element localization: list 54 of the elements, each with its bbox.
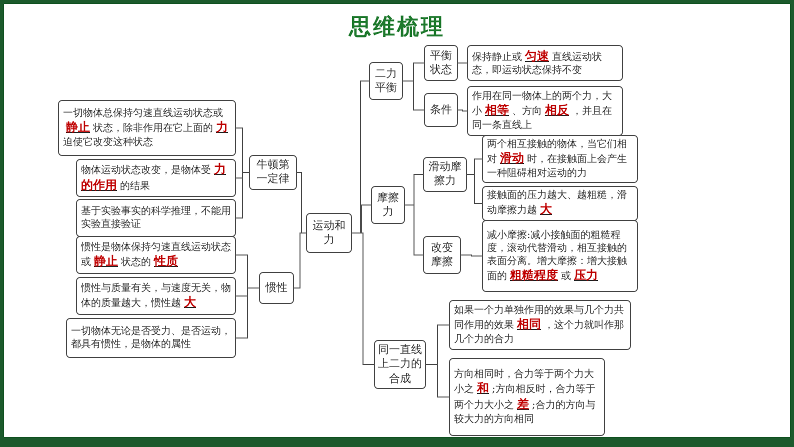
node-text: 一切物体总保持匀速直线运动状态或静止状态，除非作用在它上面的力迫使它改变这种状态 [63, 107, 229, 149]
topic-box [259, 272, 294, 304]
node-text: 如果一个力单独作用的效果与几个力共同作用的效果相同，这个力就叫作那几个力的合力 [454, 304, 625, 346]
content-box [482, 220, 638, 292]
topic-box [371, 186, 405, 224]
node-text: 惯性 [264, 280, 288, 296]
content-box [467, 86, 623, 136]
content-box [76, 159, 236, 197]
node-text: 同一直线上二力的合成 [378, 343, 422, 386]
connector-line [458, 110, 468, 112]
node-text: 基于实验事实的科学推理，不能用实验直接验证 [81, 205, 231, 231]
node-text: 牛顿第一定律 [256, 158, 290, 187]
node-text: 物体运动状态改变，是物体受力的作用的结果 [81, 162, 227, 194]
node-text: 两个相互接触的物体，当它们相对滑动时，在接触面上会产生一种阻碍相对运动的力 [487, 138, 628, 180]
content-box [449, 300, 631, 350]
content-box [482, 135, 638, 183]
connector-line [466, 174, 482, 204]
content-box [58, 100, 236, 156]
node-text: 二力平衡 [374, 66, 398, 96]
topic-box [424, 93, 458, 127]
node-text: 条件 [429, 102, 453, 118]
node-text: 保持静止或匀速直线运动状态，即运动状态保持不变 [472, 48, 603, 78]
content-box [449, 358, 605, 436]
content-box [76, 236, 236, 274]
connector-line [404, 204, 424, 256]
connector-line [460, 254, 482, 256]
node-text: 滑动摩擦力 [428, 160, 462, 189]
content-box [76, 277, 236, 315]
topic-box [306, 213, 352, 253]
connector-line [426, 364, 450, 398]
topic-box [249, 155, 297, 190]
node-text: 减小摩擦:减小接触面的粗糙程度，滚动代替滑动，相互接触的表面分离。增大摩擦：增大接触面的粗糙程度或压力 [487, 228, 628, 284]
node-text: 平衡状态 [429, 48, 453, 78]
topic-box [424, 45, 458, 81]
node-text: 一切物体无论是否受力、是否运动，都具有惯性，是物体的属性 [71, 325, 231, 351]
connector-line [352, 232, 374, 365]
node-text: 改变摩擦 [430, 240, 454, 270]
node-text: 接触面的压力越大、越粗糙，滑动摩擦力越大 [487, 189, 628, 218]
connector-line [236, 172, 250, 218]
content-box [482, 186, 638, 221]
node-text: 惯性与质量有关，与速度无关，物体的质量越大，惯性越大 [81, 282, 231, 310]
node-text: 方向相同时，合力等于两个力大小之和;方向相反时，合力等于两个力大小之差;合力的方向与较大力的方向相同 [454, 368, 596, 426]
node-text: 运动和力 [312, 218, 346, 248]
content-box [76, 199, 236, 237]
node-text: 惯性是物体保持匀速直线运动状态或静止状态的性质 [81, 240, 231, 270]
content-box [66, 318, 236, 358]
connector-line [458, 62, 468, 64]
topic-box [423, 236, 461, 274]
topic-box [369, 62, 403, 100]
connector-line [402, 80, 424, 110]
title: 思维梳理 [348, 14, 446, 42]
node-text: 摩擦力 [376, 190, 400, 220]
content-box [467, 45, 623, 81]
node-text: 作用在同一物体上的两个力，大小相等、方向相反，并且在同一条直线上 [472, 90, 613, 132]
